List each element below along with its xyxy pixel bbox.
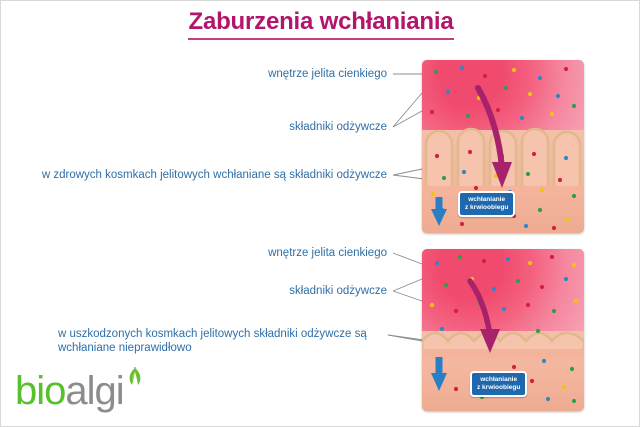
callout-damaged-summary: w uszkodzonych kosmkach jelitowych skład… bbox=[58, 328, 367, 354]
leader-healthy-nutrient-b bbox=[392, 110, 423, 128]
villi-shapes-damaged bbox=[422, 331, 584, 359]
callout-damaged-nutrients: składniki odżywcze bbox=[289, 285, 387, 297]
badge-line2: z krwioobiegu bbox=[465, 204, 509, 211]
leaf-icon bbox=[129, 367, 141, 385]
illustration-damaged-villi: wchłanianie z krwioobiegu bbox=[422, 249, 584, 411]
callout-healthy-lumen: wnętrze jelita cienkiego bbox=[268, 68, 387, 80]
logo-text-algi: algi bbox=[65, 369, 124, 413]
leader-damaged-nutrient-a bbox=[392, 278, 423, 292]
bioalgi-logo[interactable]: bioalgi bbox=[15, 367, 141, 417]
absorption-arrows-damaged bbox=[431, 278, 500, 391]
intestinal-lumen-damaged bbox=[422, 249, 584, 335]
badge-line1: wchłanianie bbox=[468, 196, 506, 203]
illustration-healthy-villi: wchłanianie z krwioobiegu bbox=[422, 60, 584, 233]
badge-bloodstream-absorption-damaged: wchłanianie z krwioobiegu bbox=[470, 371, 528, 397]
badge-bloodstream-absorption-healthy: wchłanianie z krwioobiegu bbox=[458, 191, 516, 217]
badge-line1: wchłanianie bbox=[480, 376, 518, 383]
page-title: Zaburzenia wchłaniania bbox=[188, 8, 454, 41]
leader-healthy-nutrient-a bbox=[392, 92, 423, 128]
absorption-arrows-healthy bbox=[431, 85, 512, 226]
page-title-container: Zaburzenia wchłaniania bbox=[1, 8, 639, 41]
callout-healthy-nutrients: składniki odżywcze bbox=[289, 121, 387, 133]
leader-damaged-lumen bbox=[392, 252, 423, 265]
callout-healthy-summary: w zdrowych kosmkach jelitowych wchłanian… bbox=[41, 169, 387, 181]
logo-text-bio: bio bbox=[15, 369, 66, 413]
callout-damaged-lumen: wnętrze jelita cienkiego bbox=[268, 247, 387, 259]
logo-wordmark: bioalgi bbox=[15, 369, 125, 413]
badge-line2: z krwioobiegu bbox=[477, 384, 521, 391]
intestinal-lumen-healthy bbox=[422, 60, 584, 138]
leader-damaged-nutrient-b bbox=[392, 290, 423, 302]
